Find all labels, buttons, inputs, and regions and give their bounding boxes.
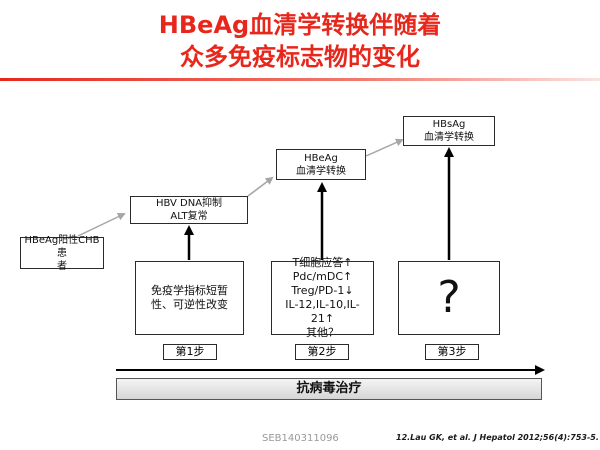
marker1-box: 免疫学指标短暂 性、可逆性改变 bbox=[135, 261, 244, 335]
marker2-box-line-4: IL-12,IL-10,IL-21↑ bbox=[285, 298, 360, 325]
marker1-box-line-2: 性、可逆性改变 bbox=[151, 298, 228, 311]
marker2-box-line-3: Treg/PD-1↓ bbox=[291, 284, 354, 297]
level1-box-line-2: ALT复常 bbox=[170, 211, 208, 222]
level3-box-line-2: 血清学转换 bbox=[424, 132, 474, 143]
start-box-line-2: 者 bbox=[57, 260, 67, 272]
step-1-label: 第1步 bbox=[163, 344, 217, 360]
footer-code: SEB140311096 bbox=[262, 433, 339, 444]
marker2-box-line-1: T细胞应答↑ bbox=[292, 256, 353, 269]
level1-box: HBV DNA抑制 ALT复常 bbox=[130, 196, 248, 224]
level2-box-line-2: 血清学转换 bbox=[296, 165, 346, 177]
page-title-line-1: HBeAg血清学转换伴随着 bbox=[158, 11, 442, 39]
page-title-line-2: 众多免疫标志物的变化 bbox=[180, 43, 420, 71]
antiviral-therapy-bar: 抗病毒治疗 bbox=[116, 378, 542, 400]
marker2-box-line-2: Pdc/mDC↑ bbox=[292, 270, 353, 283]
level2-box: HBeAg 血清学转换 bbox=[276, 149, 366, 180]
progress-arrow-2 bbox=[247, 176, 274, 197]
level2-box-line-1: HBeAg bbox=[304, 152, 338, 164]
start-box: HBeAg阳性CHB患 者 bbox=[20, 234, 104, 272]
progress-arrow-1 bbox=[77, 212, 126, 237]
unknown-marker-question: ? bbox=[437, 272, 461, 323]
level3-box: HBsAg 血清学转换 bbox=[403, 116, 495, 146]
progress-arrow-3 bbox=[365, 138, 404, 157]
marker2-box-line-5: 其他？ bbox=[306, 326, 339, 339]
start-box-line-1: HBeAg阳性CHB患 bbox=[24, 234, 100, 259]
marker1-box-line-1: 免疫学指标短暂 bbox=[151, 284, 228, 297]
level1-box-line-1: HBV DNA抑制 bbox=[155, 198, 223, 209]
level3-box-line-1: HBsAg bbox=[432, 119, 466, 130]
marker2-box: T细胞应答↑ Pdc/mDC↑ Treg/PD-1↓ IL-12,IL-10,I… bbox=[271, 256, 374, 339]
title-divider bbox=[0, 78, 600, 81]
marker3-box: ? bbox=[398, 261, 500, 335]
step-2-label: 第2步 bbox=[295, 344, 349, 360]
citation: 12.Lau GK, et al. J Hepatol 2012;56(4):7… bbox=[396, 433, 599, 442]
step-3-label: 第3步 bbox=[425, 344, 479, 360]
